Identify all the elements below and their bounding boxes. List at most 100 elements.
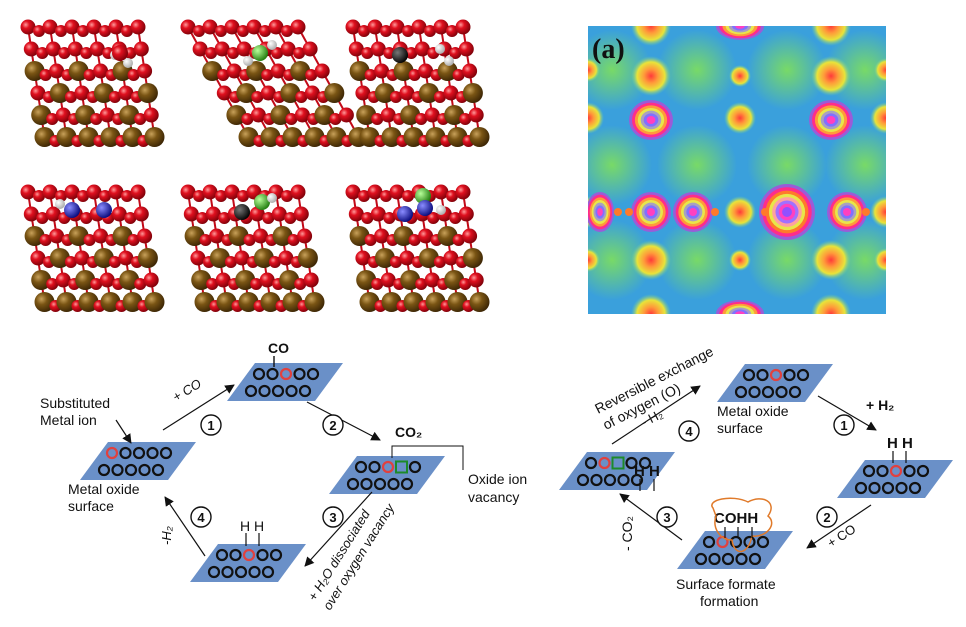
oxygen-atom <box>74 250 90 266</box>
atomic-structure-models <box>20 19 490 312</box>
oxygen-atom <box>130 184 146 200</box>
lattice-ion <box>748 552 762 566</box>
oxygen-atom <box>224 256 237 268</box>
lattice-ion <box>881 481 895 495</box>
metal-atom <box>137 248 158 268</box>
oxygen-atom <box>108 184 124 200</box>
contour-ring <box>647 208 655 216</box>
hydrogen-atom <box>243 56 253 66</box>
metal-atom <box>75 105 96 125</box>
step1-reagent: + CO <box>170 376 204 405</box>
metal-atom <box>75 270 96 290</box>
oxygen-atom <box>55 107 71 123</box>
metal-atom <box>144 127 165 147</box>
metal-atom <box>447 292 468 312</box>
oxygen-atom <box>137 228 153 244</box>
contour-ring <box>735 311 745 314</box>
right-surface-label-line1: Metal oxide <box>717 403 789 419</box>
substituted-ion <box>105 446 119 460</box>
contour-ring <box>735 26 745 29</box>
oxygen-atom <box>433 184 449 200</box>
oxygen-atom <box>468 272 484 288</box>
map-blob <box>724 102 756 134</box>
formate-outline <box>711 497 773 553</box>
lattice-ion <box>373 477 387 491</box>
lattice-ion <box>346 477 360 491</box>
density-map-panel: (a) <box>588 26 886 314</box>
lattice-ion <box>584 456 598 470</box>
lattice-ion <box>256 548 269 562</box>
vacancy-marker <box>395 460 408 474</box>
metal-atom <box>282 127 303 147</box>
step4-number: 4 <box>197 510 205 525</box>
metal-atom <box>359 292 380 312</box>
lattice-ion <box>368 460 381 474</box>
oxygen-atom <box>93 228 109 244</box>
oxygen-atom <box>46 278 59 290</box>
surface-slab-vacancy <box>329 456 445 494</box>
metal-atom <box>238 127 259 147</box>
map-blob <box>870 102 886 134</box>
step1-arrow <box>162 384 235 431</box>
oxygen-atom <box>415 278 428 290</box>
lattice-ion <box>258 384 271 398</box>
oxygen-atom <box>380 107 396 123</box>
metal-atom <box>425 127 446 147</box>
metal-atom <box>356 105 377 125</box>
lattice-ion <box>735 552 748 566</box>
metal-atom <box>137 83 158 103</box>
metal-atom <box>93 83 114 103</box>
map-glow <box>657 125 737 205</box>
oxygen-atom <box>42 19 58 35</box>
metal-atom <box>34 292 55 312</box>
metal-atom <box>418 248 439 268</box>
oxygen-atom <box>224 184 240 200</box>
lattice-ion <box>775 385 788 399</box>
lattice-ion <box>694 552 708 566</box>
substituted-ion <box>769 368 783 382</box>
metal-atom <box>359 127 380 147</box>
map-glow <box>825 125 886 205</box>
formate-label-line2: formation <box>700 593 758 609</box>
oxygen-atom <box>303 272 319 288</box>
hydrogen-atom <box>436 205 446 215</box>
oxygen-atom <box>383 212 396 224</box>
oxygen-atom <box>268 19 284 35</box>
right-surface-label-line2: surface <box>717 420 763 436</box>
oxygen-atom <box>224 19 240 35</box>
oxygen-atom <box>77 190 89 202</box>
oxygen-atom <box>133 206 149 222</box>
map-dot <box>614 208 622 216</box>
map-glow <box>588 30 652 110</box>
surface-label-line1: Metal oxide <box>68 481 140 497</box>
oxygen-atom <box>294 278 307 290</box>
lattice-ion <box>360 477 373 491</box>
metal-atom <box>403 292 424 312</box>
surface-slab-vacancy-hydrogen <box>559 452 675 490</box>
oxygen-atom <box>112 45 128 61</box>
left-catalytic-cycle: Substituted Metal ion Metal oxide surfac… <box>40 340 527 613</box>
oxygen-atom <box>374 228 390 244</box>
oxygen-atom <box>278 250 294 266</box>
oxygen-atom <box>46 113 59 125</box>
metal-atom <box>246 61 267 81</box>
right-step4-number: 4 <box>685 424 693 439</box>
lattice-ion <box>215 548 229 562</box>
lattice-ion <box>298 384 312 398</box>
right-step2-badge <box>816 506 838 528</box>
oxygen-atom <box>39 234 52 246</box>
dopant-atom-green <box>254 194 270 210</box>
vacancy-label-line1: Oxide ion <box>468 471 527 487</box>
map-blob <box>874 248 886 272</box>
oxygen-atom <box>130 19 146 35</box>
oxygen-atom <box>293 47 306 59</box>
step3-badge <box>322 506 344 528</box>
metal-atom <box>270 105 291 125</box>
map-contour-node <box>631 192 671 232</box>
oxygen-atom <box>446 25 458 37</box>
lattice-ion <box>159 446 173 460</box>
map-contour-node <box>809 100 853 140</box>
substituted-label-line1: Substituted <box>40 395 110 411</box>
oxygen-atom <box>205 206 221 222</box>
oxygen-atom <box>418 228 434 244</box>
